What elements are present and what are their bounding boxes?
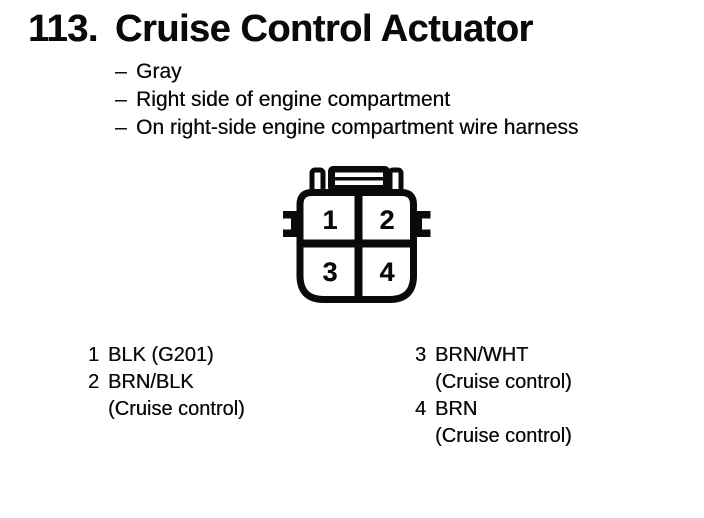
- wire-function-label: (Cruise control): [435, 425, 572, 447]
- lock-tab-icon: [328, 166, 390, 192]
- pin-number-4: 4: [379, 257, 394, 287]
- wire-function-label: (Cruise control): [435, 371, 572, 393]
- pin-ref-number: 3: [415, 344, 427, 366]
- pin-ref-number: 1: [88, 344, 100, 366]
- section-heading: 113. Cruise Control Actuator: [28, 8, 533, 51]
- connector-diagram: 1 2 3 4: [281, 166, 432, 303]
- bullet-text-location: Right side of engine compartment: [136, 88, 451, 111]
- bullet-line: – Right side of engine compartment: [115, 86, 578, 114]
- pin-number-1: 1: [322, 205, 337, 235]
- bullet-line: – Gray: [115, 58, 578, 86]
- bullet-text-color: Gray: [136, 60, 182, 83]
- bullet-text-harness: On right-side engine compartment wire ha…: [136, 116, 579, 139]
- bullet-dash: –: [115, 60, 127, 83]
- description-list: – Gray – Right side of engine compartmen…: [115, 58, 578, 142]
- bullet-dash: –: [115, 88, 127, 111]
- wire-label: BLK (G201): [108, 344, 214, 366]
- wire-label: BRN: [435, 398, 478, 420]
- item-number: 113.: [28, 8, 98, 50]
- pin-entry-2: 2 BRN/BLK (Cruise control): [88, 369, 245, 423]
- wire-label: BRN/BLK: [108, 371, 194, 393]
- bullet-line: – On right-side engine compartment wire …: [115, 114, 578, 142]
- pin-number-3: 3: [322, 257, 337, 287]
- pin-entry-3: 3 BRN/WHT (Cruise control): [415, 342, 572, 396]
- pin-entry-1: 1 BLK (G201): [88, 342, 245, 369]
- wire-label: BRN/WHT: [435, 344, 529, 366]
- pin-ref-number: 2: [88, 371, 100, 393]
- bullet-dash: –: [115, 116, 127, 139]
- pin-ref-number: 4: [415, 398, 427, 420]
- pin-number-2: 2: [379, 205, 394, 235]
- pin-legend-right: 3 BRN/WHT (Cruise control) 4 BRN (Cruise…: [415, 342, 572, 450]
- pin-entry-4: 4 BRN (Cruise control): [415, 396, 572, 450]
- pin-legend-left: 1 BLK (G201) 2 BRN/BLK (Cruise control): [88, 342, 245, 423]
- wire-function-label: (Cruise control): [108, 398, 245, 420]
- page-title: Cruise Control Actuator: [115, 8, 533, 50]
